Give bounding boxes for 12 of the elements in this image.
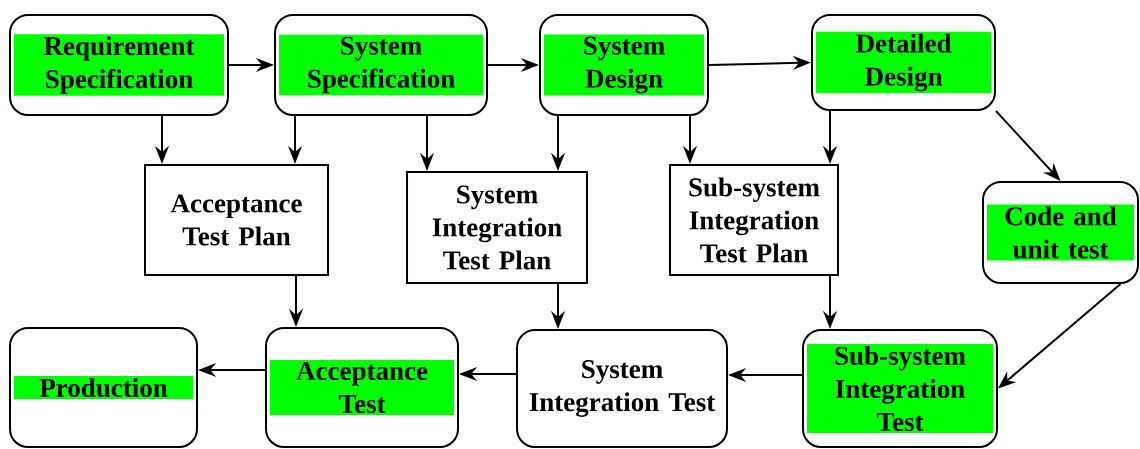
process-box: Acceptance Test (265, 327, 459, 448)
process-box: Production (9, 327, 198, 448)
process-box: System Design (539, 14, 709, 116)
plan-box: System Integration Test Plan (406, 171, 588, 284)
process-box: Detailed Design (811, 14, 996, 111)
process-box: Requirement Specification (9, 14, 229, 116)
process-box: System Integration Test (516, 329, 728, 448)
plan-box: Acceptance Test Plan (144, 164, 329, 276)
plan-box: Sub-system Integration Test Plan (669, 164, 839, 276)
process-box: Code and unit test (982, 181, 1139, 284)
process-box: System Specification (274, 14, 488, 116)
process-box: Sub-system Integration Test (802, 329, 998, 448)
